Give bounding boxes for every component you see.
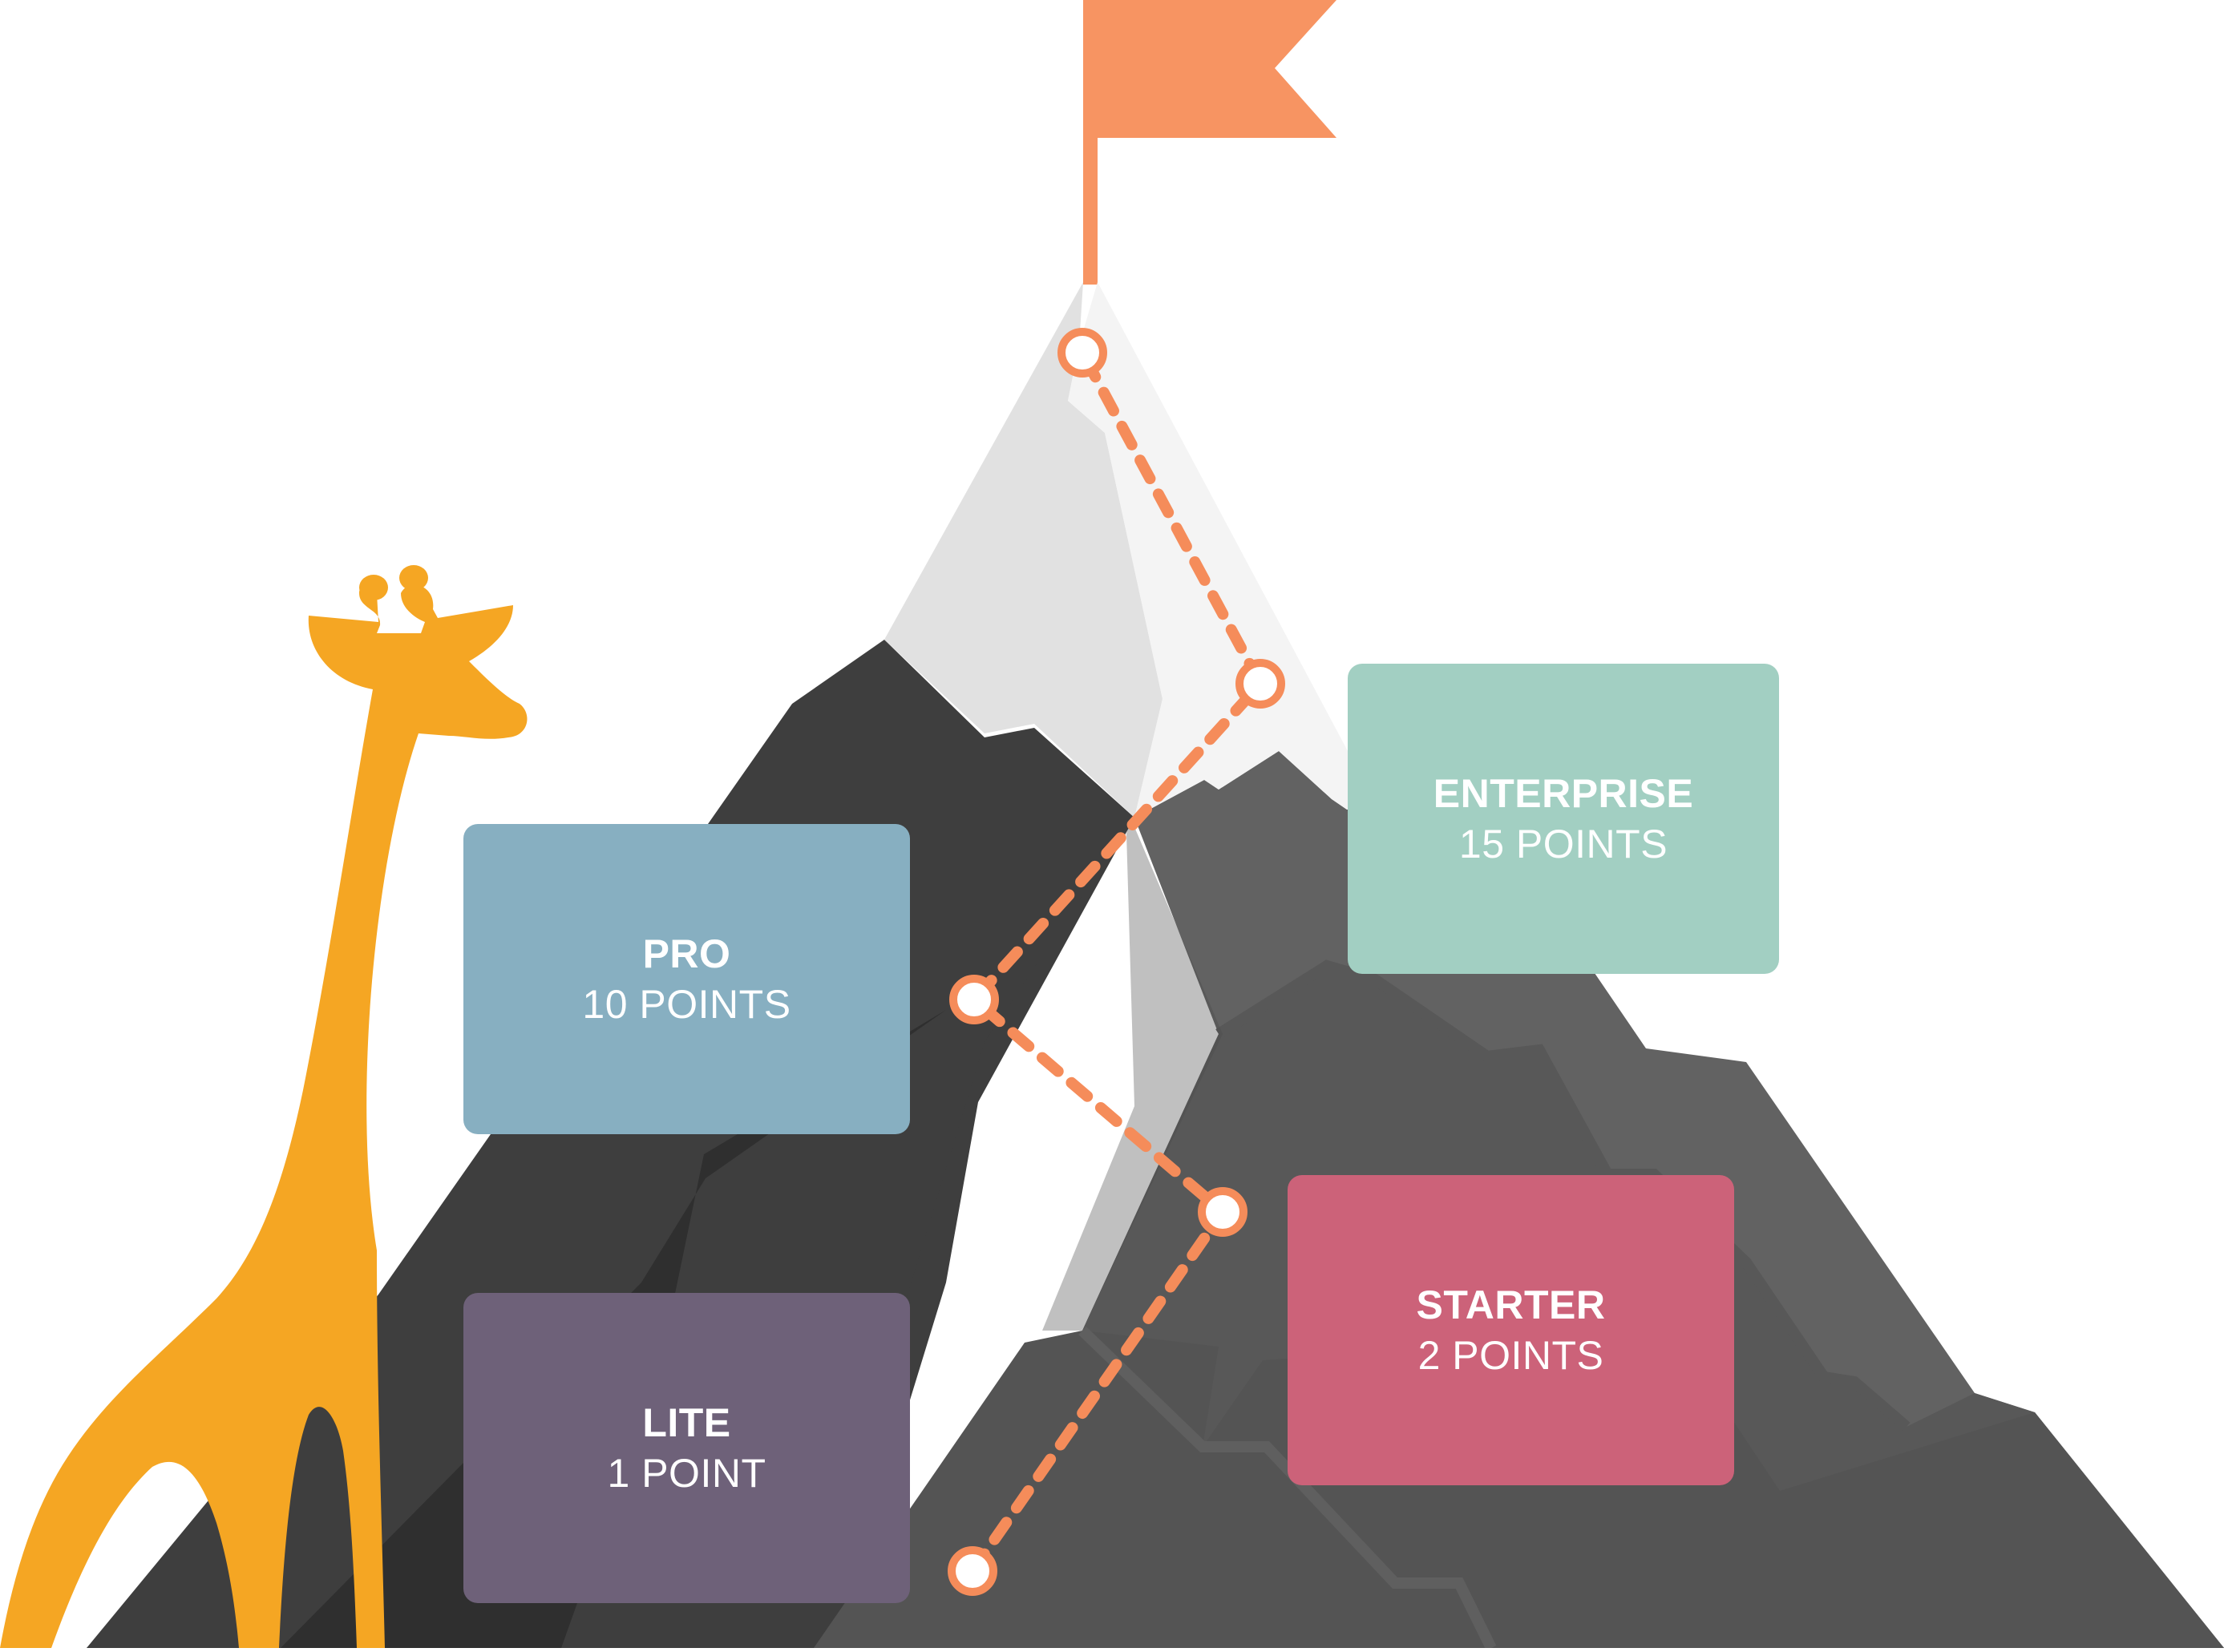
flag-icon [1083,0,1336,285]
giraffe-ossicone-left [359,575,388,600]
tier-card-pro: PRO 10 POINTS [463,824,910,1134]
waypoint-marker-icon [948,1546,997,1596]
tier-points: 1 POINT [607,1450,766,1496]
ridge-line-2 [1078,1326,1497,1651]
tier-name: PRO [642,931,731,976]
tier-points: 10 POINTS [582,981,791,1027]
mountain-spine [1042,818,1223,1331]
giraffe-body [0,584,528,1648]
waypoint-marker-icon [1198,1187,1247,1237]
giraffe-illustration [0,565,528,1648]
snow-cap-left [884,282,1163,818]
waypoint-marker-icon [1057,328,1107,378]
giraffe-ossicone-right [399,565,428,591]
snow-cap-right [1068,282,1379,818]
tier-name: STARTER [1416,1282,1606,1327]
waypoint-marker-icon [949,975,999,1024]
waypoint-marker-icon [1235,659,1285,709]
tier-name: LITE [642,1400,731,1445]
ridge-line-1 [1215,959,1911,1432]
tier-name: ENTERPRISE [1433,771,1694,816]
tier-card-starter: STARTER 2 POINTS [1288,1175,1734,1485]
tier-card-lite: LITE 1 POINT [463,1293,910,1603]
tier-points: 2 POINTS [1417,1332,1604,1378]
mountain [87,282,2224,1651]
climbing-path [948,328,1285,1596]
tier-card-enterprise: ENTERPRISE 15 POINTS [1348,664,1779,974]
flag-banner [1083,0,1336,138]
tier-points: 15 POINTS [1458,821,1668,866]
